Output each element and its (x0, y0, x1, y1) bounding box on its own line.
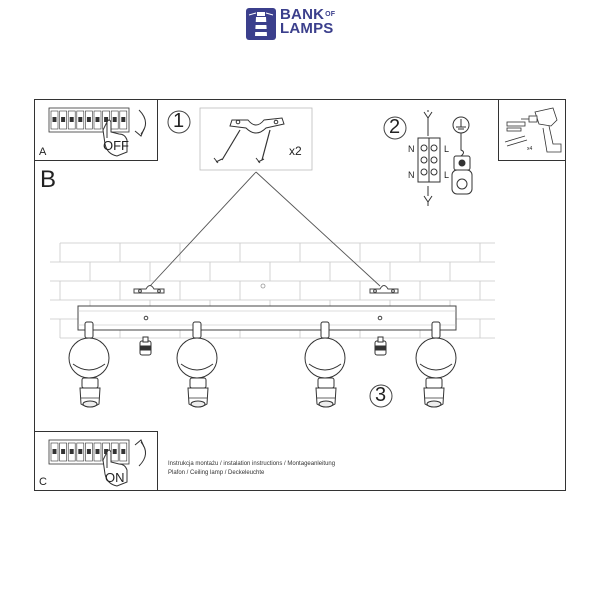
spot-lamp-icon (176, 321, 218, 408)
spot-lamp-icon (304, 321, 346, 408)
panel-a-letter: A (39, 146, 47, 158)
step2-circle (383, 116, 407, 140)
terminal-n-top: N (408, 144, 415, 154)
bracket-icon (229, 117, 285, 134)
hand-icon (102, 449, 128, 487)
brand-logo: BANKOF LAMPS (246, 6, 356, 42)
suspension-wires (149, 171, 381, 287)
brand-line1: BANK (280, 6, 325, 23)
ceiling-anchor-left (133, 285, 165, 294)
drill-qty: x4 (527, 146, 533, 152)
panel-a: A OFF (34, 99, 158, 161)
panel-b-letter: B (40, 166, 57, 193)
brand-name: BANKOF LAMPS (280, 6, 336, 37)
wire-connector-icon (417, 110, 441, 206)
spot-lamps (68, 321, 457, 408)
hand-icon (102, 119, 128, 157)
step1-qty: x2 (289, 144, 302, 158)
spot-lamp-icon (68, 321, 110, 408)
caption-line2: Plafon / Ceiling lamp / Deckeleuchte (168, 470, 265, 476)
instruction-frame (34, 99, 566, 491)
brand-line2: LAMPS (280, 20, 334, 37)
step1-panel (199, 107, 313, 171)
ceiling-anchor-right (369, 285, 399, 294)
panel-c: C ON (34, 431, 158, 491)
step1-circle (167, 110, 191, 134)
curved-arrow-icon (134, 439, 146, 467)
screw-icon (213, 129, 271, 164)
panel-a-label: OFF (103, 138, 129, 153)
step1-number: 1 (173, 110, 185, 132)
curved-arrow-icon (134, 109, 146, 137)
lighthouse-icon (246, 8, 276, 40)
panel-c-label: ON (105, 470, 125, 485)
ceiling-bar (77, 305, 457, 331)
terminal-n-bottom: N (408, 170, 415, 180)
panel-drill: x4 (498, 99, 566, 161)
ground-icon (451, 116, 473, 195)
step3-circle (369, 384, 393, 408)
bulb-icon (374, 336, 387, 356)
terminal-l-top: L (444, 144, 450, 154)
spot-lamp-icon (415, 321, 457, 408)
step2-number: 2 (389, 116, 401, 138)
terminal-l-bottom: L (444, 170, 450, 180)
panel-c-letter: C (39, 476, 47, 488)
drill-icon (504, 107, 562, 153)
fuse-box-icon (48, 107, 130, 133)
ceiling-hole (260, 283, 266, 289)
step3-number: 3 (375, 384, 387, 406)
brand-line1-small: OF (325, 11, 336, 18)
bulb-icon (139, 336, 152, 356)
caption-line1: Instrukcja montażu / instalation instruc… (168, 461, 336, 467)
fuse-box-icon (48, 439, 130, 465)
